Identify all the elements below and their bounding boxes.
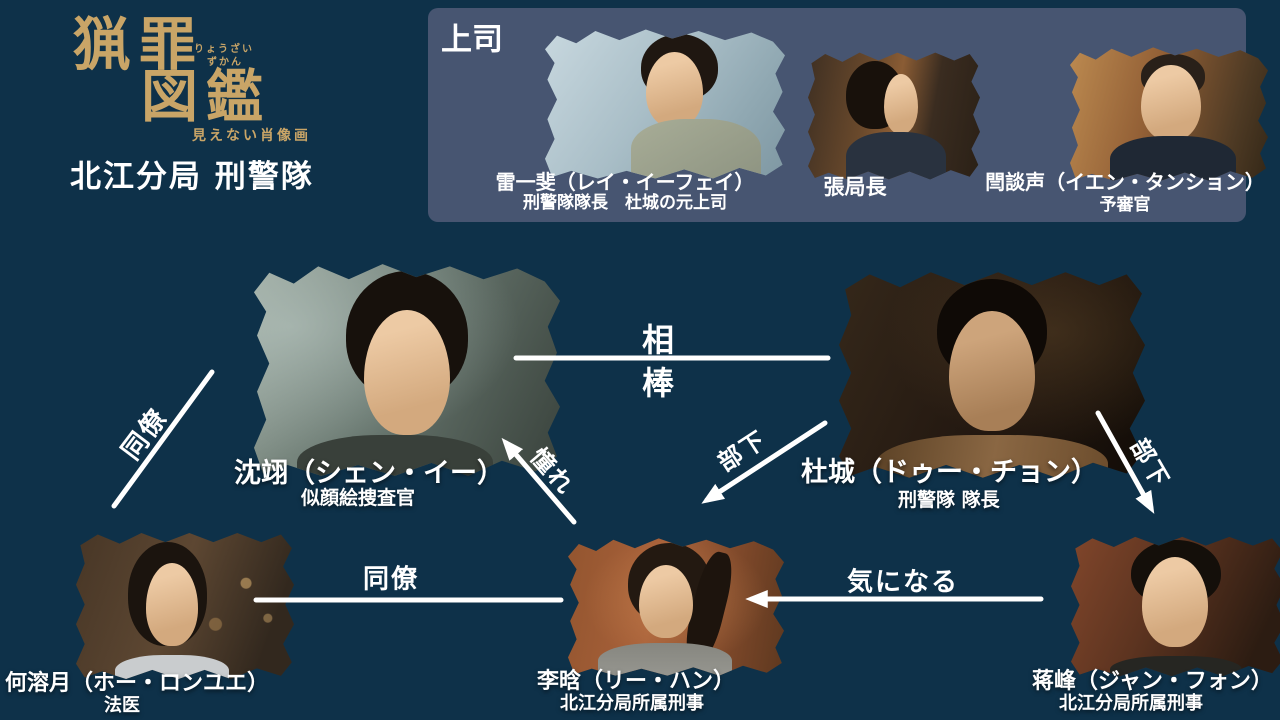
superior-name-zhang-juzhang: 張局長	[823, 174, 887, 199]
logo-title-line1: 猟罪	[73, 11, 205, 78]
portrait-face	[639, 565, 694, 638]
character-role-he-rongyue: 法医	[104, 695, 140, 716]
logo-title-line2: 図鑑	[141, 63, 271, 130]
character-role-shen-yi: 似顔絵捜査官	[301, 487, 416, 509]
character-name-du-cheng: 杜城（ドゥー・チョン）	[801, 457, 1098, 488]
logo-furigana-line2: ずかん	[207, 57, 243, 68]
label-partner-char2: 棒	[641, 364, 677, 402]
page-title: 北江分局 刑警隊	[70, 159, 314, 195]
portrait-body	[1109, 135, 1237, 181]
photo-he-rongyue	[76, 533, 294, 679]
label-subordinate-left: 部下	[712, 425, 772, 477]
superior-role-lei-yifei: 刑警隊隊長 杜城の元上司	[523, 193, 727, 213]
portrait-face	[883, 73, 919, 135]
portrait-face	[1141, 557, 1208, 648]
portrait-body	[598, 643, 733, 676]
superiors-panel-label: 上司	[441, 22, 503, 58]
label-colleague-bottom: 同僚	[362, 564, 420, 595]
character-role-jiang-feng: 北江分局所属刑事	[1059, 693, 1203, 714]
logo-furigana-line1: りょうざい	[194, 44, 254, 55]
photo-zhang-juzhang	[808, 52, 980, 180]
portrait-face	[645, 52, 704, 129]
label-colleague-left: 同僚	[116, 403, 174, 466]
label-interested: 気になる	[846, 567, 960, 598]
character-name-li-han: 李晗（リー・ハン）	[537, 668, 736, 694]
superior-role-yan-tansheng: 予審官	[1099, 195, 1151, 215]
character-name-he-rongyue: 何溶月（ホー・ロンユエ）	[5, 670, 270, 696]
portrait-face	[1141, 65, 1201, 142]
label-partner-char1: 相	[641, 321, 677, 359]
superior-name-lei-yifei: 雷一斐（レイ・イーフェイ）	[495, 170, 755, 194]
logo-subtitle: 見えない肖像画	[192, 128, 311, 144]
character-role-du-cheng: 刑警隊 隊長	[898, 489, 1000, 511]
photo-du-cheng	[839, 272, 1145, 478]
character-name-shen-yi: 沈翊（シェン・イー）	[234, 458, 504, 489]
photo-yan-tansheng	[1070, 47, 1268, 181]
photo-li-han	[568, 538, 784, 676]
portrait-body	[845, 131, 946, 180]
character-name-jiang-feng: 蒋峰（ジャン・フォン）	[1032, 668, 1273, 694]
photo-shen-yi	[254, 264, 560, 476]
portrait-body	[296, 434, 493, 476]
superior-name-yan-tansheng: 閆談声（イエン・タンション）	[985, 170, 1265, 194]
portrait-body	[875, 434, 1109, 478]
photo-lei-yifei	[545, 29, 785, 179]
character-role-li-han: 北江分局所属刑事	[560, 693, 704, 714]
portrait-face	[364, 309, 450, 435]
portrait-face	[949, 310, 1035, 431]
photo-jiang-feng	[1071, 536, 1280, 677]
portrait-face	[145, 563, 199, 646]
